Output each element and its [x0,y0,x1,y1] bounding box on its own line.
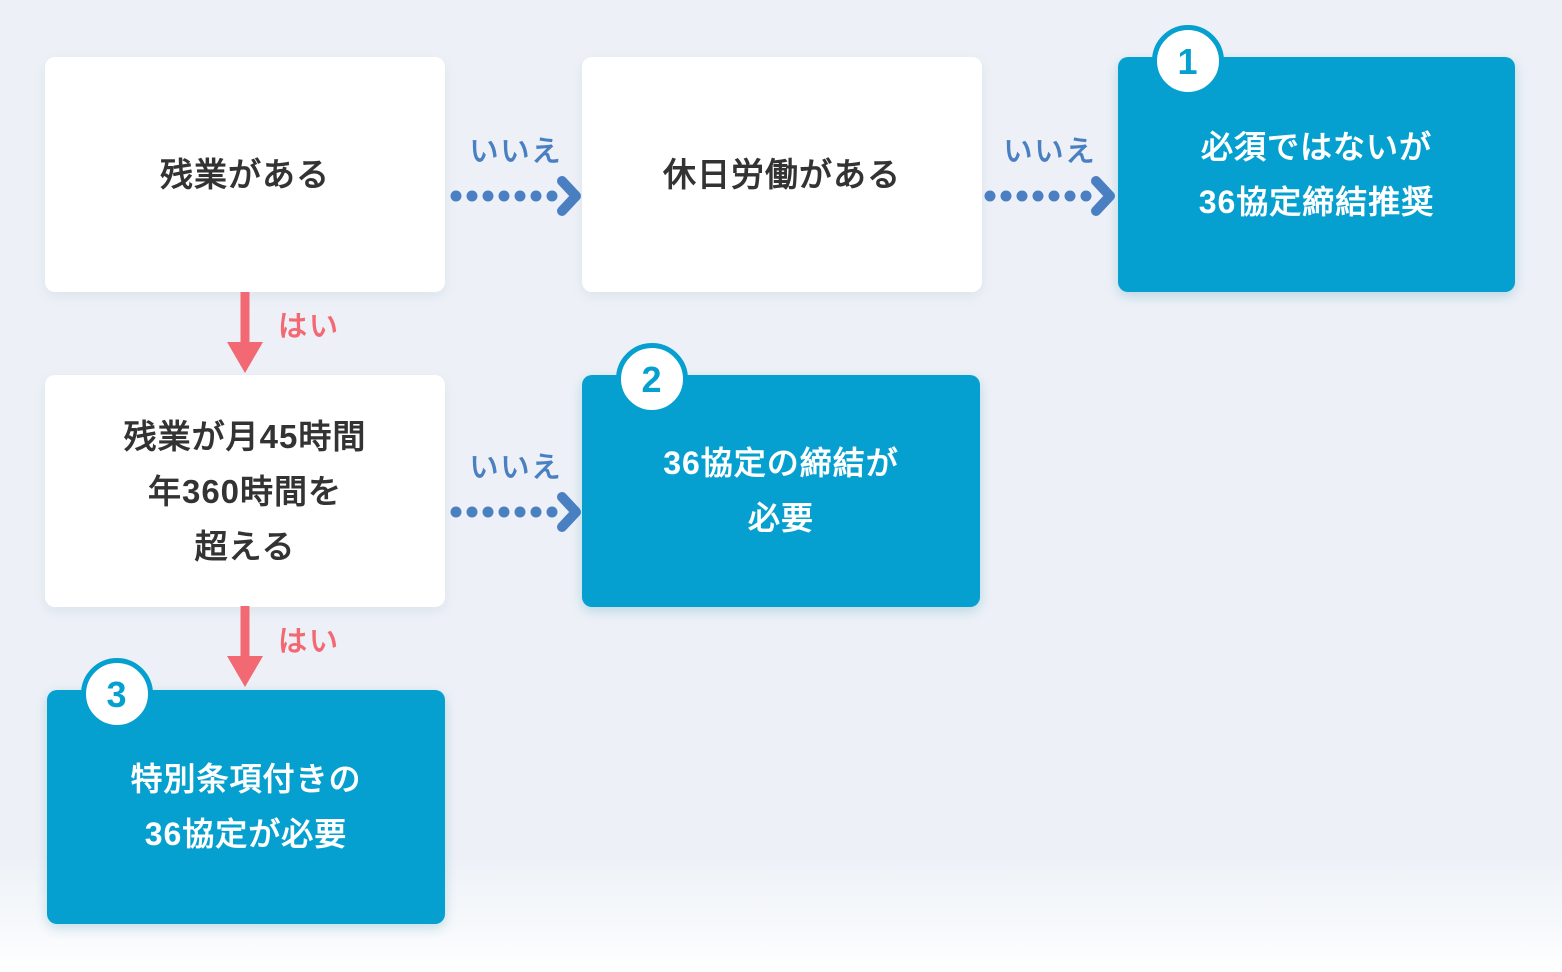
step-2-badge: 2 [616,343,688,415]
edge-label-no-2: いいえ [1003,136,1097,168]
step-1-number: 1 [1177,40,1199,82]
result-1-line-2: 36協定締結推奨 [1198,183,1435,220]
node-overtime-question: 残業がある [45,57,445,292]
dotted-arrow-icon [984,176,1115,216]
node-result-3-special-clause: 3 特別条項付きの 36協定が必要 [47,658,445,924]
result-2-line-2: 必要 [747,500,814,536]
node-overtime-over-limit-question: 残業が月45時間 年360時間を 超える [45,375,445,607]
edge-label-no-3: いいえ [469,452,563,484]
dotted-arrow-icon [450,492,581,532]
step-3-badge: 3 [81,658,153,730]
result-2-line-1: 36協定の締結が [663,445,899,481]
result-1-line-1: 必須ではないが [1200,128,1432,165]
over-limit-line-3: 超える [194,527,296,565]
down-arrow-icon [227,292,263,373]
node-overtime-label: 残業がある [160,156,330,193]
node-holiday-work-label: 休日労働がある [663,156,901,193]
step-1-badge: 1 [1152,25,1224,97]
over-limit-line-2: 年360時間を [147,472,343,510]
result-3-line-1: 特別条項付きの [130,761,362,797]
dotted-arrow-icon [450,176,581,216]
edge-label-yes-2: はい [278,626,341,658]
edge-label-no-1: いいえ [469,136,563,168]
node-holiday-work-question: 休日労働がある [582,57,982,292]
node-result-2-required: 2 36協定の締結が 必要 [582,343,980,607]
node-result-1-recommended: 1 必須ではないが 36協定締結推奨 [1118,25,1515,292]
result-3-line-2: 36協定が必要 [144,816,348,852]
step-3-number: 3 [106,673,128,715]
down-arrow-icon [227,606,263,687]
edge-label-yes-1: はい [278,311,341,343]
step-2-number: 2 [641,358,663,400]
over-limit-line-1: 残業が月45時間 [123,417,367,455]
